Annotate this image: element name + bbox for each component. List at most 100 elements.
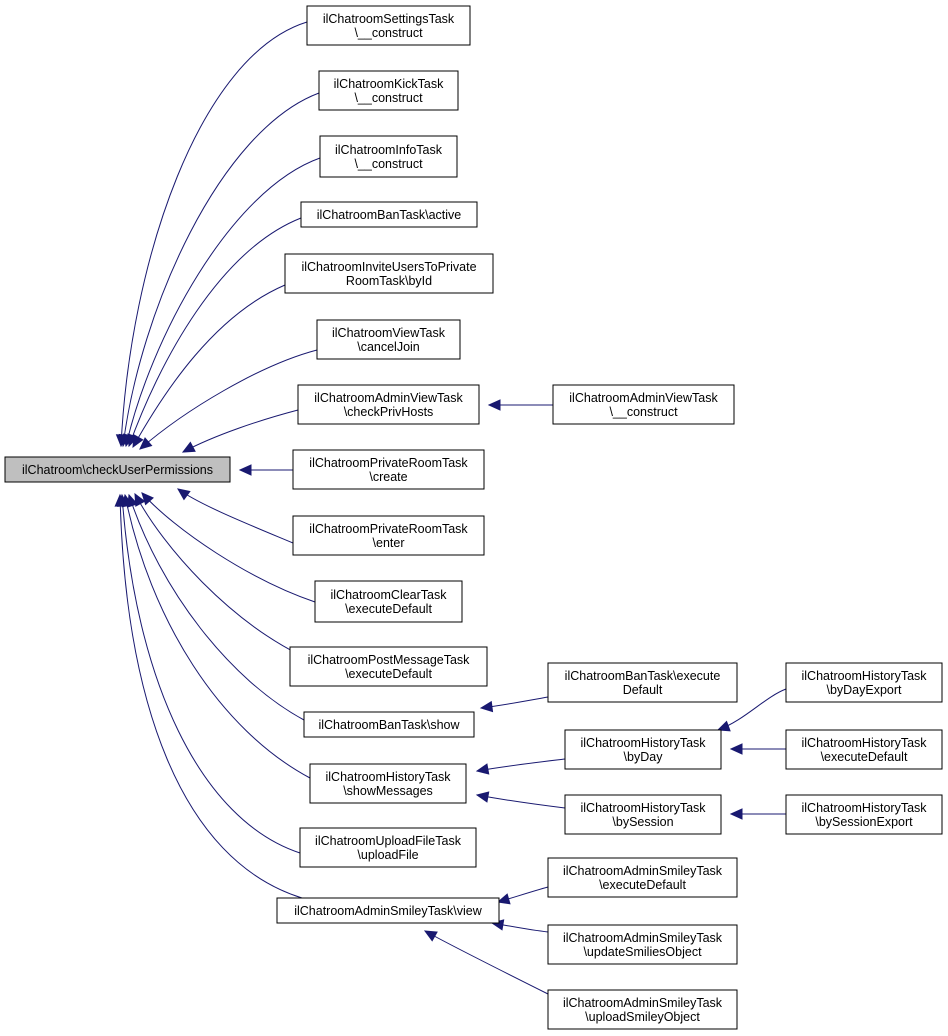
- node-box: [547, 924, 738, 965]
- node-label-line: \executeDefault: [345, 602, 432, 616]
- node-box: [785, 662, 943, 703]
- edge-clear_executedefault-to-root: [141, 492, 316, 603]
- arrowhead-root: [139, 437, 153, 450]
- node-label-line: \enter: [373, 536, 405, 550]
- node-postmessage-executedefault[interactable]: ilChatroomPostMessageTask\executeDefault: [289, 646, 488, 687]
- node-label-line: \__construct: [354, 157, 423, 171]
- node-info-construct[interactable]: ilChatroomInfoTask\__construct: [319, 135, 458, 178]
- node-label-line: ilChatroomInfoTask: [335, 143, 443, 157]
- node-invite-byid[interactable]: ilChatroomInviteUsersToPrivateRoomTask\b…: [284, 253, 494, 294]
- node-label-line: ilChatroomBanTask\active: [317, 208, 462, 222]
- node-private-create[interactable]: ilChatroomPrivateRoomTask\create: [292, 449, 485, 490]
- node-label-line: ilChatroomHistoryTask: [801, 736, 927, 750]
- node-box: [552, 384, 735, 425]
- node-box: [289, 646, 488, 687]
- node-box: [319, 135, 458, 178]
- node-kick-construct[interactable]: ilChatroomKickTask\__construct: [318, 70, 459, 111]
- node-private-enter[interactable]: ilChatroomPrivateRoomTask\enter: [292, 515, 485, 556]
- node-clear-executedefault[interactable]: ilChatroomClearTask\executeDefault: [314, 580, 463, 623]
- node-label-line: ilChatroomSettingsTask: [323, 12, 455, 26]
- node-label-line: \byDayExport: [826, 683, 902, 697]
- arrowhead-smiley_view: [423, 930, 438, 942]
- node-label-line: \executeDefault: [821, 750, 908, 764]
- node-label-line: ilChatroomAdminSmileyTask\view: [294, 904, 483, 918]
- nodes-layer: ilChatroom\checkUserPermissions ilChatroo…: [4, 5, 943, 1030]
- node-smiley-updatesmilies[interactable]: ilChatroomAdminSmileyTask\updateSmiliesO…: [547, 924, 738, 965]
- edge-upload_uploadfile-to-root: [121, 494, 301, 854]
- arrowhead-history_showmessages: [475, 763, 490, 775]
- node-adminview-checkprivhosts[interactable]: ilChatroomAdminViewTask\checkPrivHosts: [297, 384, 480, 425]
- node-smiley-uploadsmiley[interactable]: ilChatroomAdminSmileyTask\uploadSmileyOb…: [547, 989, 738, 1030]
- node-history-bysessionexport[interactable]: ilChatroomHistoryTask\bySessionExport: [785, 794, 943, 835]
- arrowhead-root: [181, 441, 196, 453]
- arrowhead-ban_show: [479, 700, 494, 713]
- node-label-line: ilChatroomInviteUsersToPrivate: [301, 260, 476, 274]
- node-box: [306, 5, 471, 46]
- edge-ban_show-to-root: [128, 494, 305, 721]
- node-box: [309, 763, 467, 804]
- node-history-showmessages[interactable]: ilChatroomHistoryTask\showMessages: [309, 763, 467, 804]
- node-box: [292, 515, 485, 556]
- node-label-line: RoomTask\byId: [346, 274, 432, 288]
- node-history-bysession[interactable]: ilChatroomHistoryTask\bySession: [564, 794, 722, 835]
- node-label-line: \uploadSmileyObject: [585, 1010, 700, 1024]
- node-label-line: ilChatroomClearTask: [330, 588, 447, 602]
- node-box: [564, 729, 722, 770]
- node-label-line: ilChatroomPrivateRoomTask: [309, 522, 468, 536]
- node-label-line: \showMessages: [343, 784, 433, 798]
- node-ban-show[interactable]: ilChatroomBanTask\show: [303, 711, 475, 738]
- node-box: [785, 794, 943, 835]
- node-history-executedefault[interactable]: ilChatroomHistoryTask\executeDefault: [785, 729, 943, 770]
- node-box: [303, 711, 475, 738]
- arrowhead-root: [114, 493, 127, 507]
- node-history-byday[interactable]: ilChatroomHistoryTask\byDay: [564, 729, 722, 770]
- node-label-line: \updateSmiliesObject: [583, 945, 702, 959]
- edge-postmessage_executedefault-to-root: [134, 493, 301, 656]
- arrowhead-adminview_checkprivhosts: [487, 399, 501, 411]
- node-box: [564, 794, 722, 835]
- node-adminview-construct[interactable]: ilChatroomAdminViewTask\__construct: [552, 384, 735, 425]
- edges-layer: [114, 21, 787, 995]
- edge-adminview_checkprivhosts-to-root: [182, 409, 299, 453]
- node-label-line: \__construct: [354, 26, 423, 40]
- node-box: [318, 70, 459, 111]
- edge-ban_active-to-root: [128, 217, 302, 447]
- edge-smiley_uploadsmiley-to-smiley_view: [424, 930, 549, 995]
- root-node[interactable]: ilChatroom\checkUserPermissions: [4, 456, 231, 483]
- node-history-bydayexport[interactable]: ilChatroomHistoryTask\byDayExport: [785, 662, 943, 703]
- node-box: [300, 201, 478, 228]
- node-label-line: \cancelJoin: [357, 340, 420, 354]
- node-box: [292, 449, 485, 490]
- node-smiley-view[interactable]: ilChatroomAdminSmileyTask\view: [276, 897, 500, 924]
- node-label-line: ilChatroomAdminSmileyTask: [563, 996, 723, 1010]
- node-box: [297, 384, 480, 425]
- node-box: [4, 456, 231, 483]
- arrowhead-history_showmessages: [475, 791, 490, 803]
- node-smiley-executedefault[interactable]: ilChatroomAdminSmileyTask\executeDefault: [547, 857, 738, 898]
- node-settings-construct[interactable]: ilChatroomSettingsTask\__construct: [306, 5, 471, 46]
- node-label-line: ilChatroomPrivateRoomTask: [309, 456, 468, 470]
- arrowhead-root: [132, 434, 144, 449]
- edge-smiley_view-to-root: [119, 494, 303, 899]
- node-label-line: \executeDefault: [599, 878, 686, 892]
- edge-invite_byid-to-root: [132, 284, 286, 448]
- arrowhead-smiley_view: [496, 893, 511, 905]
- arrowhead-root: [238, 464, 252, 476]
- arrowhead-history_byday: [716, 720, 731, 732]
- node-view-canceljoin[interactable]: ilChatroomViewTask\cancelJoin: [316, 319, 461, 360]
- node-ban-executedefault[interactable]: ilChatroomBanTask\executeDefault: [547, 662, 738, 703]
- node-label-line: ilChatroomHistoryTask: [801, 801, 927, 815]
- node-label-line: \bySessionExport: [815, 815, 913, 829]
- node-label-line: \byDay: [624, 750, 664, 764]
- node-label-line: \checkPrivHosts: [344, 405, 434, 419]
- edge-kick_construct-to-root: [122, 92, 320, 447]
- node-label-line: ilChatroom\checkUserPermissions: [22, 463, 213, 477]
- node-ban-active[interactable]: ilChatroomBanTask\active: [300, 201, 478, 228]
- node-label-line: ilChatroomKickTask: [334, 77, 445, 91]
- node-upload-uploadfile[interactable]: ilChatroomUploadFileTask\uploadFile: [299, 827, 477, 868]
- arrowhead-root: [177, 488, 191, 501]
- node-label-line: ilChatroomViewTask: [332, 326, 446, 340]
- node-label-line: ilChatroomHistoryTask: [580, 801, 706, 815]
- node-box: [547, 662, 738, 703]
